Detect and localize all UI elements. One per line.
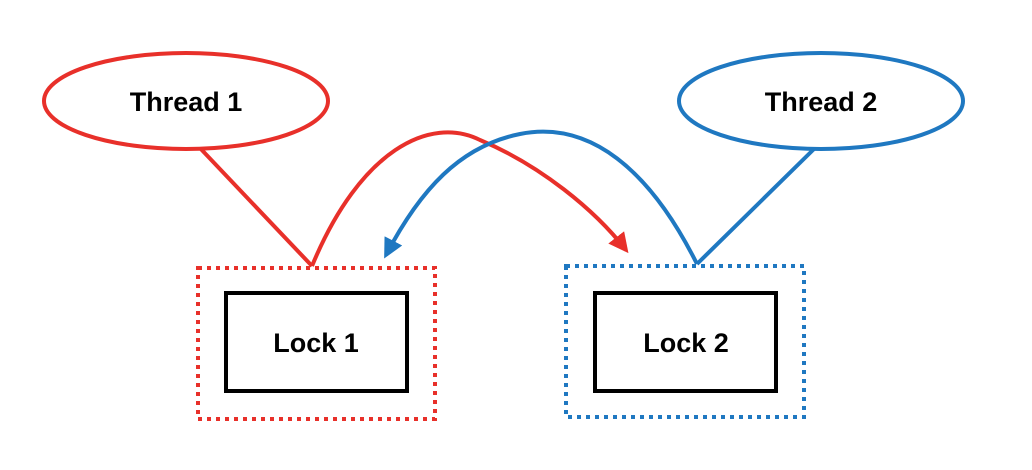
thread-1-ellipse: [42, 51, 330, 151]
thread-2-ellipse: [677, 51, 965, 151]
lock-2-label: Lock 2: [643, 328, 729, 358]
thread-1-label: Thread 1: [130, 87, 243, 117]
thread-2-node: Thread 2: [677, 51, 965, 151]
lock-1-node: Lock 1: [224, 291, 409, 393]
lock-1-box: [224, 291, 409, 393]
thread-2-label: Thread 2: [765, 87, 878, 117]
thread-2-waits-lock-1-arrow: [384, 129, 699, 265]
thread-1-waits-lock-2-arrow: [310, 130, 629, 267]
thread-1-holds-lock-1-edge: [197, 145, 314, 268]
lock-1-holder-box: [196, 266, 437, 421]
lock-1-label: Lock 1: [273, 328, 359, 358]
lock-2-node: Lock 2: [593, 291, 778, 393]
lock-2-holder-box: [564, 264, 806, 419]
thread-2-holds-lock-2-edge: [695, 146, 817, 266]
thread-1-node: Thread 1: [42, 51, 330, 151]
lock-2-box: [593, 291, 778, 393]
